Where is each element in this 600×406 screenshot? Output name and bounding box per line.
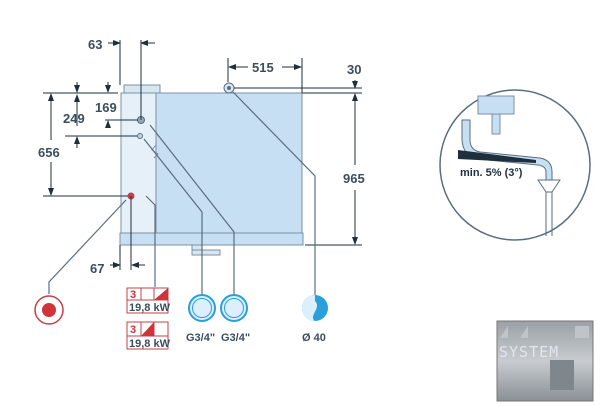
system-logo: SYSTEM: [496, 320, 594, 402]
dim-515: 515: [252, 60, 274, 75]
water-inlet-2-label: G3/4": [221, 332, 250, 344]
power-label: 19,8 kW: [129, 302, 171, 314]
water-inlet-1-label: G3/4": [186, 332, 215, 344]
power-rating-bottom: 3 19,8 kW: [126, 321, 171, 350]
drain-icon: [302, 295, 328, 321]
dim-30: 30: [347, 62, 361, 77]
dim-965: 965: [343, 171, 365, 186]
leader-lines: [48, 91, 316, 295]
phase-indicator-icon: [141, 322, 154, 336]
dim-656: 656: [38, 145, 60, 160]
power-rating-top: 3 19,8 kW: [126, 287, 171, 314]
dim-249: 249: [63, 111, 85, 126]
phase-indicator-icon: [154, 288, 168, 300]
power-label: 19,8 kW: [129, 338, 171, 350]
phases-label: 3: [130, 324, 136, 336]
slope-label: min. 5% (3°): [460, 167, 523, 179]
dim-63: 63: [88, 37, 102, 52]
dimension-lines: [43, 40, 362, 270]
dimension-labels: 63 515 30 169 249 656 965 67: [38, 37, 365, 276]
logo-text: SYSTEM: [499, 343, 559, 361]
water-inlet-1-icon: [188, 294, 216, 322]
drain-slope-inset: min. 5% (3°): [439, 89, 591, 241]
phases-label: 3: [130, 289, 136, 301]
dim-169: 169: [95, 100, 117, 115]
drain-label: Ø 40: [302, 332, 326, 344]
water-inlet-2-icon: [220, 294, 248, 322]
water-inlet-2-point: [137, 133, 143, 139]
electric-connection-icon: [34, 295, 64, 325]
dim-67: 67: [90, 261, 104, 276]
appliance-body: [119, 82, 304, 256]
